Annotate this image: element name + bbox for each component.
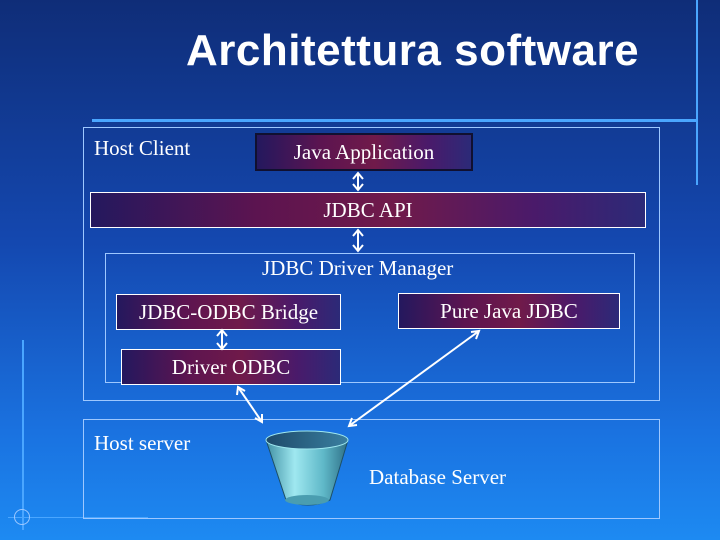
pure-java-jdbc-box: Pure Java JDBC (398, 293, 620, 329)
arrow-purejava-to-database (347, 329, 481, 428)
database-cylinder-icon (265, 430, 349, 506)
host-server-label: Host server (94, 431, 191, 455)
crosshair-icon (14, 509, 30, 525)
title-underline (92, 119, 696, 122)
arrow-java-to-api (352, 171, 364, 192)
bottom-horizontal-line (8, 517, 148, 518)
host-server-frame (83, 419, 660, 519)
host-client-label: Host Client (94, 136, 191, 160)
host-client-frame (83, 127, 660, 401)
driver-odbc-box: Driver ODBC (121, 349, 341, 385)
right-vertical-line (696, 0, 698, 185)
jdbc-api-box: JDBC API (90, 192, 646, 228)
arrow-bridge-to-odbc (216, 328, 228, 351)
driver-manager-label: JDBC Driver Manager (262, 256, 454, 280)
database-server-label: Database Server (369, 465, 507, 489)
arrow-odbc-to-database (236, 385, 263, 424)
java-application-box: Java Application (255, 133, 473, 171)
slide-title: Architettura software (186, 26, 640, 75)
left-vertical-line (22, 340, 24, 530)
driver-manager-frame (105, 253, 635, 383)
jdbc-odbc-bridge-box: JDBC-ODBC Bridge (116, 294, 341, 330)
arrow-api-to-manager (352, 228, 364, 253)
